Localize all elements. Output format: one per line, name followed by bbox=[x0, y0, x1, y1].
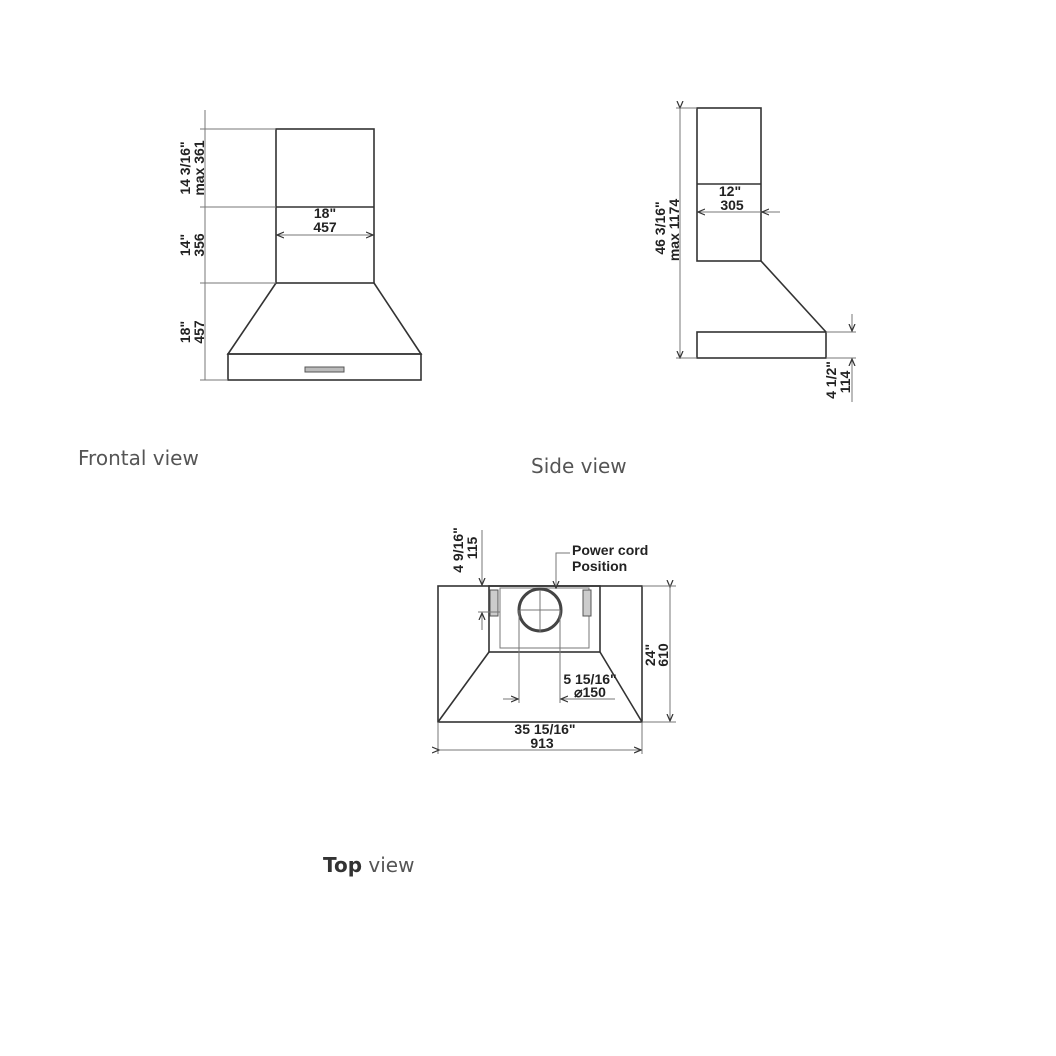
power-cord-label-line1: Power cord bbox=[572, 542, 648, 558]
top-view-label: Top view bbox=[323, 853, 414, 877]
side-canopy-slope bbox=[760, 260, 827, 333]
mid-chimney-height-in: 14" bbox=[177, 234, 193, 256]
hood-canopy bbox=[226, 282, 423, 355]
side-view-label: Side view bbox=[531, 454, 627, 478]
depth-mm: 610 bbox=[655, 643, 671, 667]
width-in: 35 15/16" bbox=[514, 721, 575, 737]
frontal-view-label: Frontal view bbox=[78, 446, 199, 470]
chimney-opening bbox=[488, 585, 601, 653]
total-height-mm: max 1174 bbox=[666, 199, 682, 261]
offset-mm: 115 bbox=[464, 536, 480, 559]
duct-diameter-mm: ⌀150 bbox=[574, 684, 606, 700]
bracket-left bbox=[489, 589, 499, 617]
top-canopy-edges bbox=[437, 651, 643, 723]
top-chimney-height-in: 14 3/16" bbox=[177, 141, 193, 194]
hood-height-mm: 457 bbox=[191, 320, 207, 344]
top-view-label-rest: view bbox=[362, 853, 415, 877]
hood-height-in: 18" bbox=[177, 321, 193, 343]
mid-chimney-height-mm: 356 bbox=[191, 233, 207, 257]
top-view-drawing: 4 9/16" 115 Power cord Position 24" 610 … bbox=[438, 527, 676, 754]
control-panel bbox=[304, 366, 345, 373]
power-cord-label-line2: Position bbox=[572, 558, 627, 574]
depth-in: 24" bbox=[642, 644, 658, 666]
chimney-outline bbox=[275, 128, 375, 284]
total-height-in: 46 3/16" bbox=[652, 201, 668, 254]
top-chimney-height-mm: max 361 bbox=[191, 140, 207, 195]
width-mm: 913 bbox=[530, 735, 554, 751]
chimney-width-in: 18" bbox=[314, 205, 336, 221]
offset-in: 4 9/16" bbox=[450, 527, 466, 573]
side-base bbox=[696, 331, 827, 359]
chimney-width-mm: 457 bbox=[313, 219, 337, 235]
duct-diameter-in: 5 15/16" bbox=[563, 671, 616, 687]
side-view-drawing: 46 3/16" max 1174 12" 305 4 1/2" 114 bbox=[652, 108, 856, 402]
bracket-right bbox=[582, 589, 592, 617]
base-height-in: 4 1/2" bbox=[823, 361, 839, 399]
frontal-view-drawing: 14 3/16" max 361 14" 356 18" 457 18" 457 bbox=[177, 110, 423, 381]
chimney-depth-in: 12" bbox=[719, 183, 741, 199]
top-view-label-bold: Top bbox=[323, 853, 363, 877]
base-height-mm: 114 bbox=[837, 370, 853, 393]
power-cord-pointer bbox=[556, 552, 570, 588]
hood-base bbox=[227, 353, 422, 381]
chimney-depth-mm: 305 bbox=[720, 197, 744, 213]
